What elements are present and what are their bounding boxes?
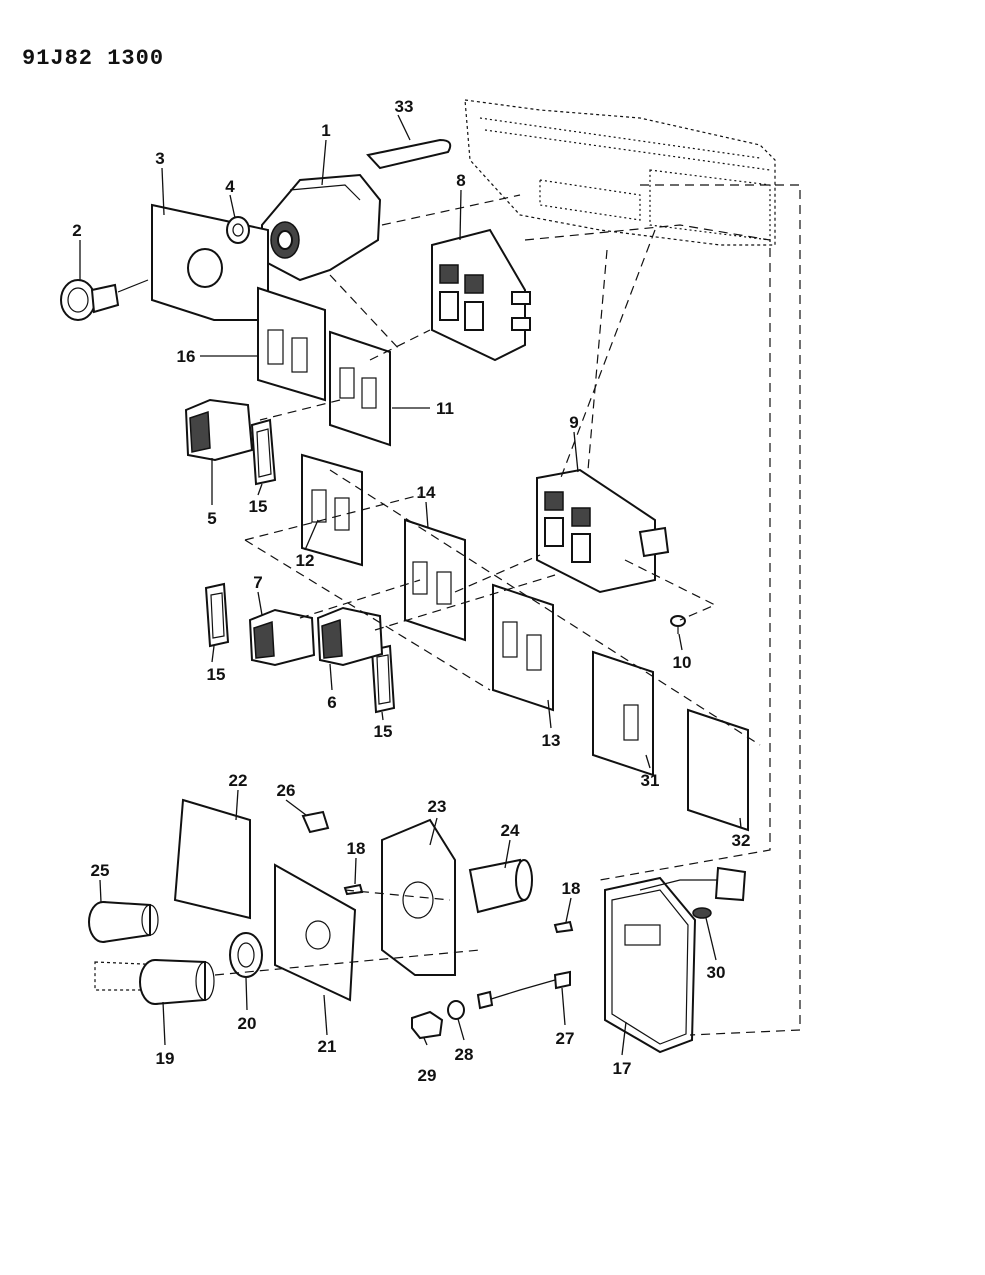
cover-plate-22 [173,798,251,920]
bezel-plate-21 [274,863,357,1002]
knob-2 [60,279,149,321]
bezel-15-right [370,644,396,714]
callout-25: 25 [91,861,110,880]
callout-9: 9 [569,413,578,432]
callout-31: 31 [641,771,660,790]
callout-17: 17 [613,1059,632,1078]
bezel-plate-13 [492,583,554,712]
assembly-lines [214,184,801,1036]
callout-29: 29 [418,1066,437,1085]
bezel-plate-31 [592,650,654,777]
socket-24 [468,858,533,914]
callout-30: 30 [707,963,726,982]
callout-14: 14 [417,483,436,502]
dashboard-panel [464,99,776,246]
bezel-plate-32 [687,708,749,832]
callout-15-upper: 15 [249,497,268,516]
screw-10 [670,615,686,634]
leader-lines [79,114,742,1056]
module-17 [604,876,697,1054]
callout-19: 19 [156,1049,175,1068]
ring-20 [229,932,263,978]
callout-12: 12 [296,551,315,570]
callout-6: 6 [327,693,336,712]
callout-18-left: 18 [347,839,366,858]
callout-13: 13 [542,731,561,750]
callout-3: 3 [155,149,164,168]
callout-10: 10 [673,653,692,672]
bezel-plate-14 [404,518,466,642]
diagram-code: 91J82 1300 [22,46,165,71]
callout-27: 27 [556,1029,575,1048]
callout-24: 24 [501,821,520,840]
clip-30 [692,907,712,919]
callout-18-right: 18 [562,879,581,898]
callout-28: 28 [455,1045,474,1064]
bulb-28 [447,1000,465,1020]
bezel-plate-11 [329,330,391,447]
callout-11: 11 [436,399,454,418]
callout-5: 5 [207,509,216,528]
screw-18-left [343,883,364,896]
socket-29 [411,1010,444,1040]
harness-connector [639,866,747,902]
callout-22: 22 [229,771,248,790]
callout-33: 33 [395,97,414,116]
callout-23: 23 [428,797,447,816]
wire-27 [476,970,571,1010]
callout-32: 32 [732,831,751,850]
callout-4: 4 [225,177,235,196]
wire-33 [366,138,452,170]
switch-housing-8 [431,228,531,362]
callout-20: 20 [238,1014,257,1033]
callout-26: 26 [277,781,296,800]
callout-8: 8 [456,171,465,190]
switch-housing-9 [536,468,670,594]
bezel-plate-3 [151,203,269,321]
callout-21: 21 [318,1037,337,1056]
lighter-knob-25 [88,901,159,943]
rocker-switch-7 [248,608,316,667]
bracket-23 [381,818,456,976]
callout-15-left: 15 [207,665,226,684]
rocker-switch-5 [184,398,254,462]
headlamp-switch-1 [261,173,382,282]
callout-labels: 1 2 3 4 5 6 7 8 9 10 11 12 13 14 15 15 1… [72,97,750,1085]
callout-2: 2 [72,221,81,240]
bezel-plate-16 [257,286,326,402]
callout-15-right: 15 [374,722,393,741]
callout-7: 7 [253,573,262,592]
callout-1: 1 [321,121,330,140]
bezel-15-left [204,582,230,648]
screw-18-right [553,920,574,934]
bezel-plate-12 [301,453,363,567]
lighter-housing-19 [139,959,215,1005]
clip-26 [301,810,330,834]
callout-16: 16 [177,347,196,366]
rocker-switch-6 [316,606,384,667]
nut-4 [226,216,250,244]
bezel-15-upper [250,418,277,486]
